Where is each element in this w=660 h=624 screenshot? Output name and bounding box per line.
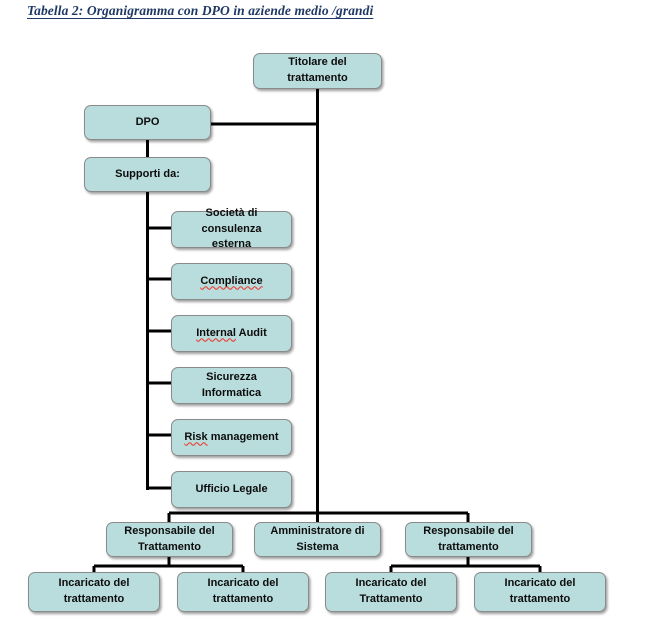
node-internal-audit[interactable]: Internal Audit [171,315,292,352]
node-sicurezza-informatica[interactable]: Sicurezza Informatica [171,367,292,404]
node-label: Titolare del trattamento [287,56,348,84]
node-risk-management[interactable]: Risk management [171,419,292,456]
node-label: Risk management [184,430,279,443]
node-label: Ufficio Legale [195,482,268,495]
node-label: Internal Audit [196,326,267,339]
node-label: Supporti da: [115,167,180,180]
node-compliance[interactable]: Compliance [171,263,292,300]
page-title: Tabella 2: Organigramma con DPO in azien… [27,3,374,18]
node-supporti-da[interactable]: Supporti da: [84,157,211,192]
node-label: Compliance [200,274,263,287]
node-ufficio-legale[interactable]: Ufficio Legale [171,471,292,508]
node-label: Sicurezza Informatica [201,370,262,399]
node-dpo[interactable]: DPO [84,105,211,140]
node-label: DPO [135,115,160,128]
node-titolare-del-trattamento[interactable]: Titolare del trattamento [253,53,382,89]
